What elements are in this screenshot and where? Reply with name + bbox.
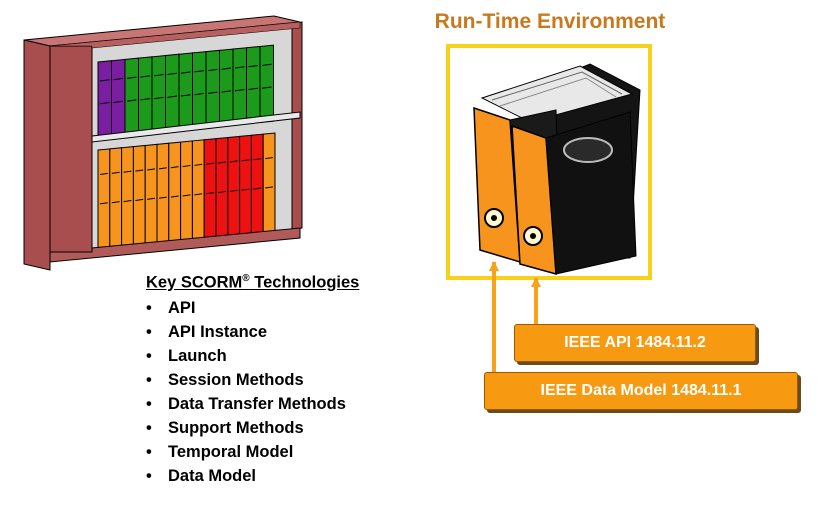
book-band xyxy=(241,159,250,162)
book-band xyxy=(194,92,205,96)
book-band xyxy=(206,162,215,165)
book-band xyxy=(194,70,205,73)
list-item: •Data Transfer Methods xyxy=(146,394,346,413)
binder-label xyxy=(563,137,613,163)
book-band xyxy=(265,157,274,160)
list-item: •API xyxy=(146,298,196,317)
bookshelf-icon xyxy=(23,15,303,271)
book-band xyxy=(221,90,232,93)
book-band xyxy=(261,86,272,89)
book-band xyxy=(153,96,164,100)
book-band xyxy=(113,77,124,81)
book-band xyxy=(123,200,132,203)
book-band xyxy=(99,79,110,82)
book-band xyxy=(135,198,144,201)
book-band xyxy=(217,190,226,194)
key-technologies-list: Key SCORM® Technologies •API •API Instan… xyxy=(146,273,359,488)
book-band xyxy=(229,189,238,192)
shelf-front-top xyxy=(49,21,301,49)
book-band xyxy=(253,187,262,190)
book-band xyxy=(170,195,179,198)
book-band xyxy=(229,160,238,163)
shelf-left-side xyxy=(23,39,51,271)
book-band xyxy=(123,170,132,173)
book-band xyxy=(126,76,137,79)
list-item: •Launch xyxy=(146,346,227,365)
book-band xyxy=(140,75,151,78)
book-band xyxy=(167,72,178,76)
book-band xyxy=(147,168,156,171)
book-band xyxy=(241,188,250,191)
ieee-data-model-standard-box: IEEE Data Model 1484.11.1 xyxy=(484,372,798,410)
book-band xyxy=(111,171,120,174)
book-band xyxy=(182,194,191,197)
binder-page-lines xyxy=(491,71,623,101)
book-band xyxy=(248,64,259,68)
book-band xyxy=(158,196,167,199)
list-item: •Data Model xyxy=(146,466,257,485)
book-band xyxy=(261,63,272,66)
book-band xyxy=(248,87,259,91)
book-band xyxy=(170,166,179,169)
book-band xyxy=(206,192,215,195)
book-band xyxy=(253,158,262,161)
book-band xyxy=(167,95,178,98)
binder-pages xyxy=(480,65,634,123)
book-band xyxy=(217,161,226,164)
book-band xyxy=(113,100,124,103)
book-band xyxy=(153,74,164,77)
ieee-api-standard-box: IEEE API 1484.11.2 xyxy=(514,324,756,362)
list-item: •API Instance xyxy=(146,322,268,341)
book-band xyxy=(99,102,110,105)
book-band xyxy=(99,202,108,205)
book-band xyxy=(158,167,167,170)
book-band xyxy=(180,71,191,74)
list-item: •Temporal Model xyxy=(146,442,294,461)
book-band xyxy=(140,98,151,101)
list-item: •Session Methods xyxy=(146,370,304,389)
list-item: •Support Methods xyxy=(146,418,304,437)
book-band xyxy=(194,193,203,196)
book-band xyxy=(147,197,156,200)
book-band xyxy=(99,172,108,175)
key-technologies-heading: Key SCORM® Technologies xyxy=(146,273,360,292)
book-band xyxy=(180,94,191,97)
book-band xyxy=(265,186,274,189)
book-band xyxy=(221,67,232,70)
book-band xyxy=(207,68,218,72)
book-band xyxy=(135,169,144,172)
shelf-bottom-board xyxy=(49,227,301,263)
book-band xyxy=(234,89,245,92)
book-band xyxy=(126,99,137,102)
book-band xyxy=(194,163,203,166)
book-band xyxy=(207,91,218,94)
runtime-environment-box xyxy=(446,44,652,280)
book-band xyxy=(234,66,245,69)
book-band xyxy=(182,164,191,168)
runtime-environment-title: Run-Time Environment xyxy=(434,10,666,33)
book-band xyxy=(111,201,120,204)
